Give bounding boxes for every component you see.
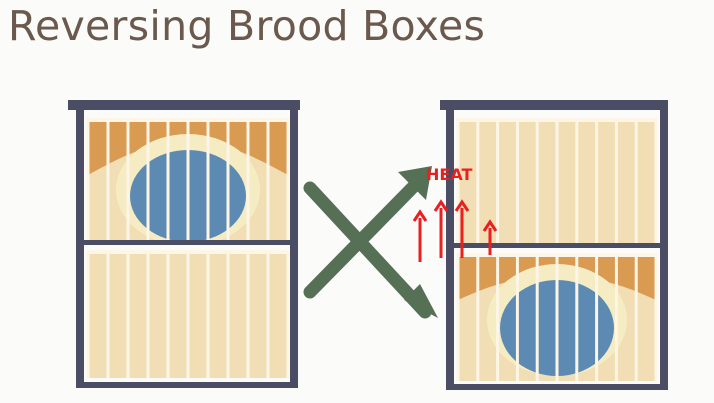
frame-divider xyxy=(186,118,190,240)
frame-divider xyxy=(86,250,90,378)
frame-divider xyxy=(246,250,250,378)
left-hive xyxy=(68,100,300,388)
frame-divider xyxy=(226,250,230,378)
right-hive-left-wall xyxy=(446,108,454,388)
left-lower-box xyxy=(86,250,290,378)
arrow-up-right-head xyxy=(398,166,432,200)
frame-divider xyxy=(496,118,500,243)
heat-arrow-head xyxy=(433,199,449,212)
frame-top-bar xyxy=(458,118,656,122)
frame-divider xyxy=(456,118,460,243)
frame-divider xyxy=(166,118,170,240)
frame-divider xyxy=(595,253,599,381)
frame-divider xyxy=(634,253,638,381)
frame-divider xyxy=(634,118,638,243)
left-hive-right-wall xyxy=(290,108,298,386)
frame-divider xyxy=(246,118,250,240)
left-lower-frames xyxy=(86,250,290,378)
frame-divider xyxy=(266,250,270,378)
right-upper-box xyxy=(456,118,658,243)
heat-arrow-head xyxy=(454,199,470,212)
heat-arrows xyxy=(412,199,498,262)
honey-band xyxy=(88,118,288,175)
frame-divider xyxy=(286,250,290,378)
left-hive-bottom-bar xyxy=(76,382,298,388)
left-hive-left-wall xyxy=(76,108,84,386)
frame-divider xyxy=(266,118,270,240)
frame-divider xyxy=(654,118,658,243)
heat-arrow-head xyxy=(412,209,428,222)
left-hive-top-bar xyxy=(68,100,300,110)
frame-divider xyxy=(654,253,658,381)
frame-top-bar xyxy=(88,250,288,254)
frame-divider xyxy=(595,118,599,243)
arrow-down-right xyxy=(303,181,432,319)
right-hive-bottom-bar xyxy=(446,384,668,390)
left-hive-divider xyxy=(84,240,290,245)
frame-divider xyxy=(575,253,579,381)
frame-divider xyxy=(146,250,150,378)
frame-divider xyxy=(515,253,519,381)
frame-top-bar xyxy=(88,118,288,122)
frame-divider xyxy=(496,253,500,381)
frame-divider xyxy=(106,118,110,240)
frame-divider xyxy=(614,253,618,381)
heat-label: HEAT xyxy=(426,165,472,184)
frame-divider xyxy=(555,118,559,243)
right-hive-divider xyxy=(454,243,660,248)
right-hive xyxy=(440,100,668,390)
swap-arrows xyxy=(303,166,438,319)
frame-divider xyxy=(166,250,170,378)
frame-top-bar xyxy=(458,253,656,257)
frame-divider xyxy=(575,118,579,243)
heat-arrow-head xyxy=(482,219,498,232)
frame-divider xyxy=(476,118,480,243)
frame-divider xyxy=(86,118,90,240)
frame-divider xyxy=(106,250,110,378)
right-lower-box xyxy=(456,253,658,381)
arrow-down-right-head xyxy=(404,284,438,318)
frame-divider xyxy=(126,250,130,378)
frame-divider xyxy=(286,118,290,240)
right-lower-frames xyxy=(456,253,658,381)
arrow-up-right xyxy=(303,175,425,299)
heat-indicator: HEAT xyxy=(412,165,498,262)
frame-divider xyxy=(614,118,618,243)
right-hive-right-wall xyxy=(660,108,668,388)
slide-title: Reversing Brood Boxes xyxy=(8,2,486,50)
frame-divider xyxy=(186,250,190,378)
honey-band xyxy=(458,253,656,300)
frame-divider xyxy=(515,118,519,243)
frame-divider xyxy=(535,253,539,381)
frame-divider xyxy=(555,253,559,381)
frame-divider xyxy=(476,253,480,381)
right-hive-top-bar xyxy=(440,100,668,110)
frame-divider xyxy=(206,250,210,378)
frame-divider xyxy=(146,118,150,240)
frame-divider xyxy=(535,118,539,243)
frame-divider xyxy=(226,118,230,240)
frame-divider xyxy=(456,253,460,381)
left-upper-frames xyxy=(86,118,290,240)
frame-divider xyxy=(206,118,210,240)
right-upper-frames xyxy=(456,118,658,243)
left-upper-box xyxy=(86,118,290,240)
frame-divider xyxy=(126,118,130,240)
